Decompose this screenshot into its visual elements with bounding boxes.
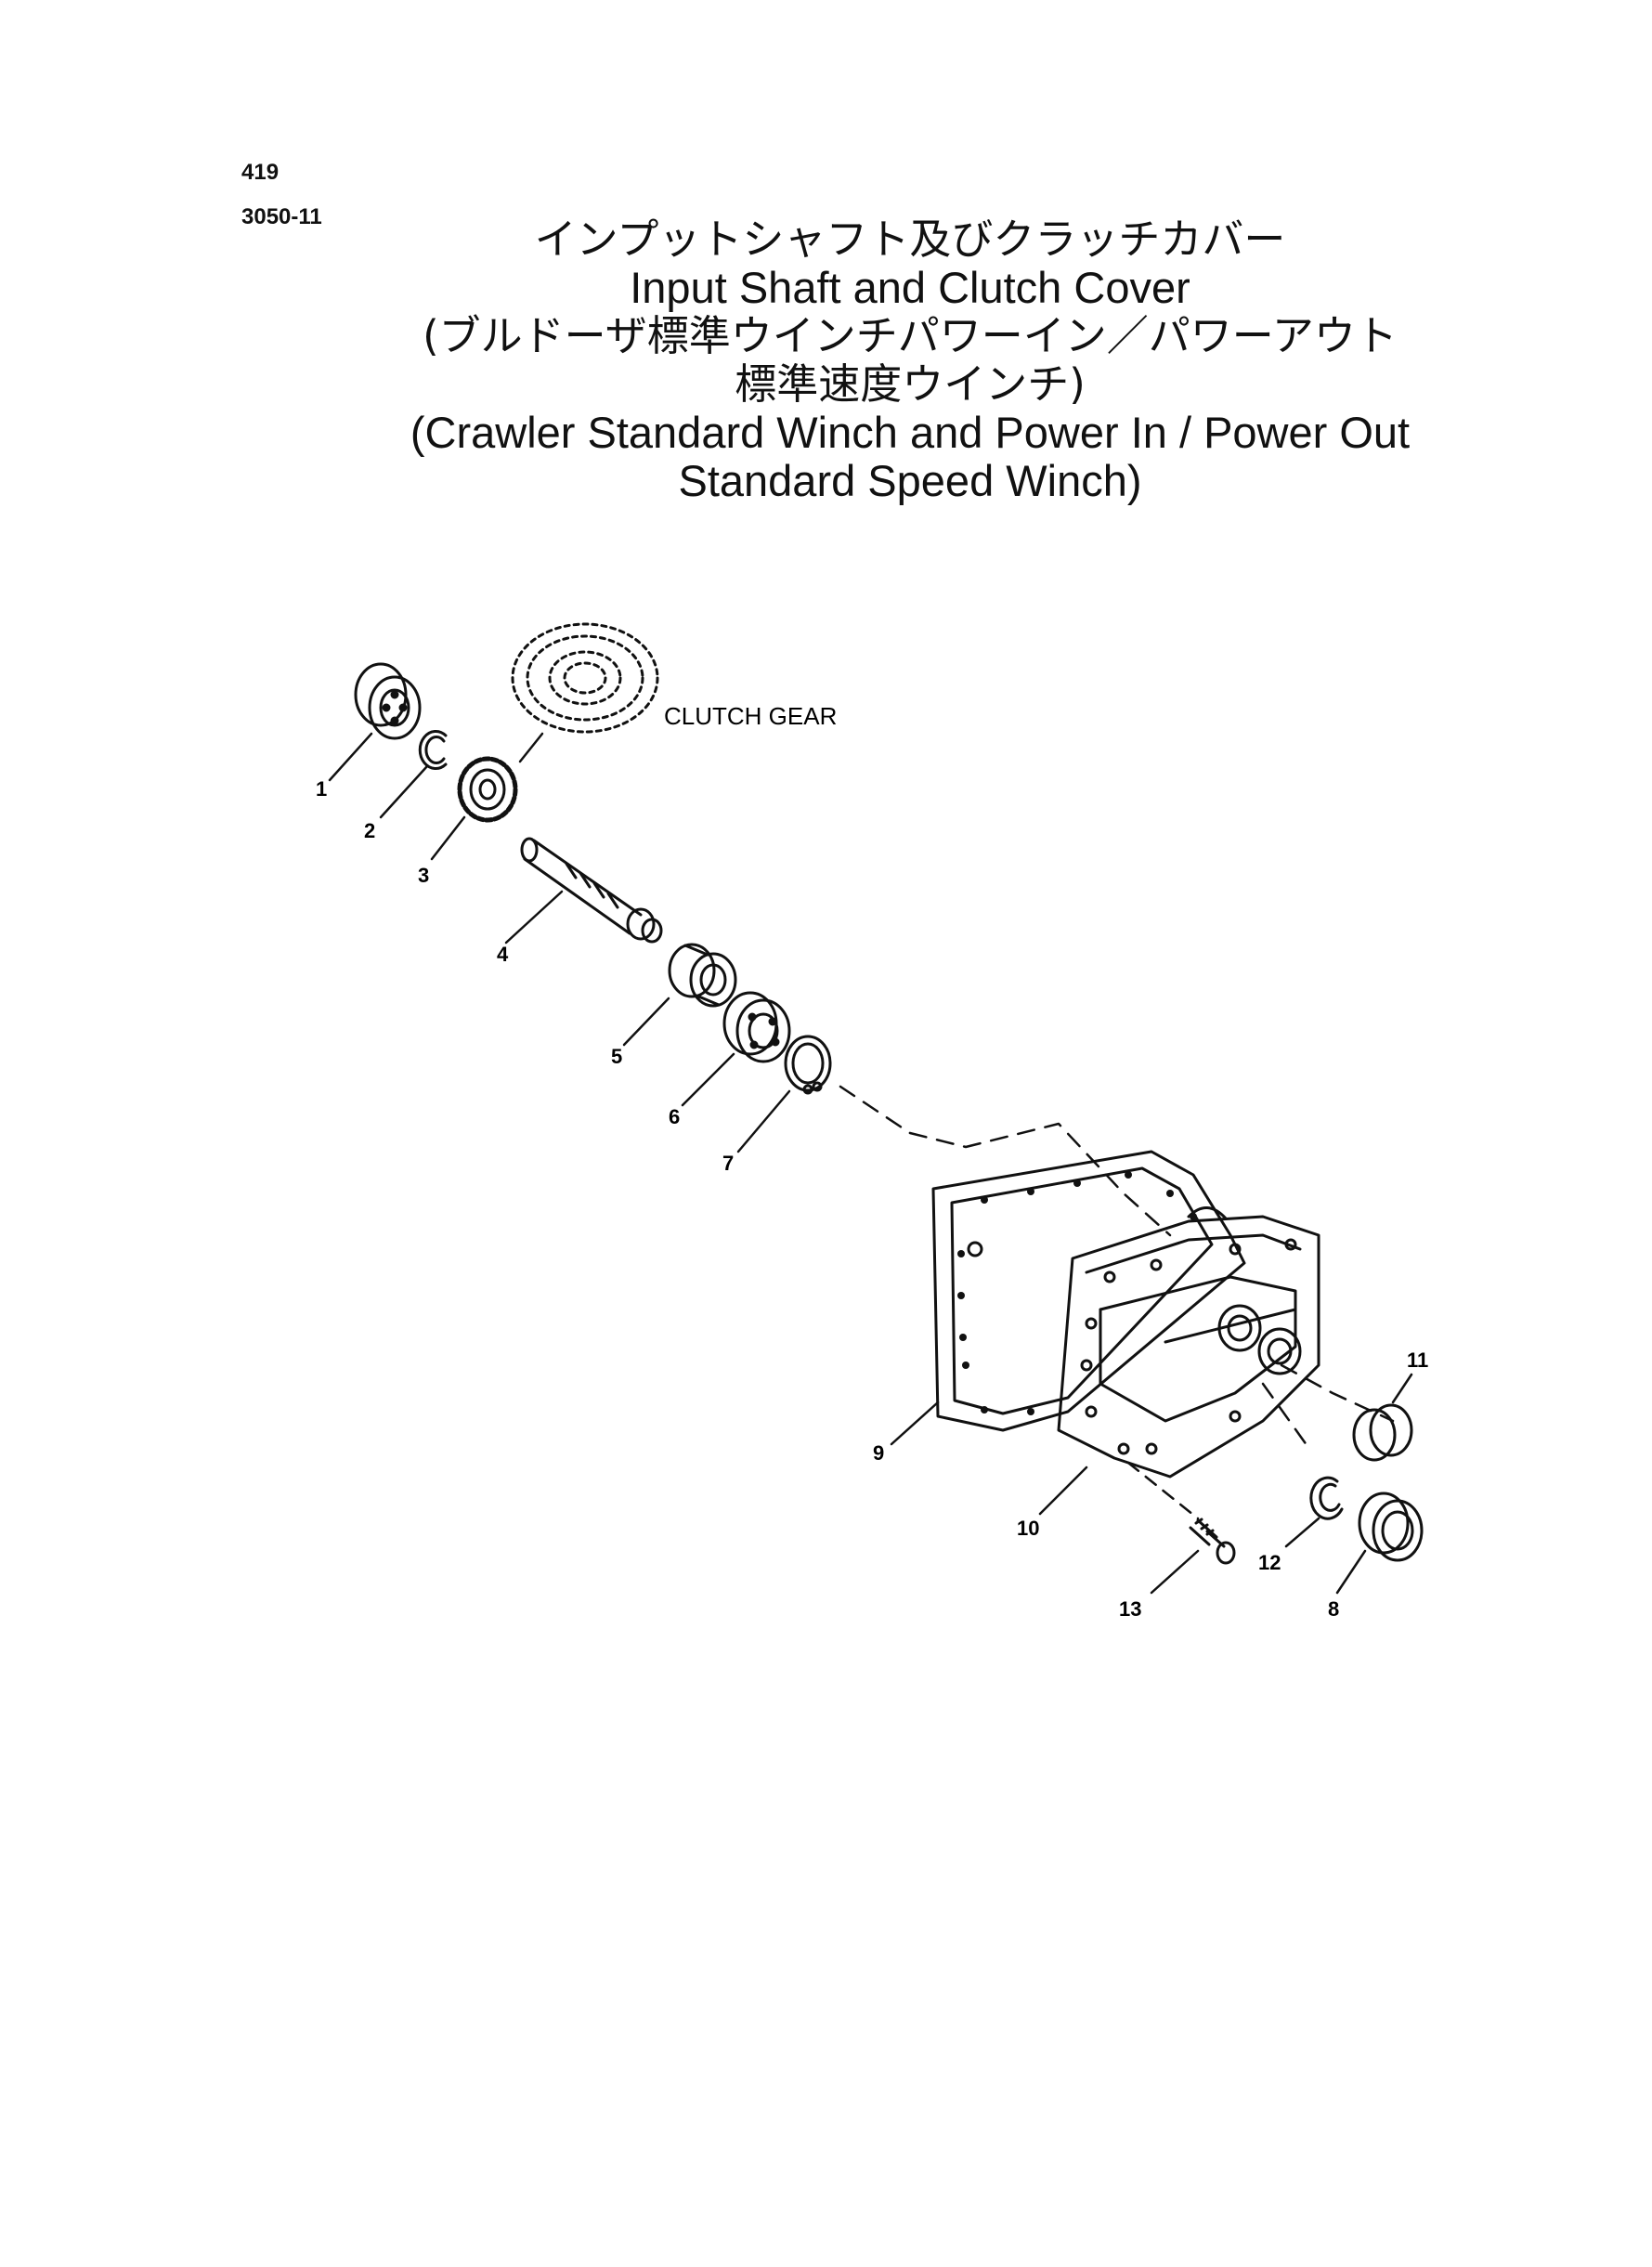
clutch-gear: [511, 622, 659, 734]
part-10-clutch-cover: [1057, 1206, 1320, 1479]
part-9-gasket: [931, 1150, 1246, 1432]
part-6-bearing: [722, 991, 791, 1063]
callout-12: 12: [1258, 1551, 1281, 1574]
callout-4: 4: [497, 943, 509, 966]
part-5-collar: [668, 943, 737, 1008]
part-7-snap-ring: [784, 1035, 832, 1095]
title-line-jp-1: インプットシャフト及びクラッチカバー: [534, 215, 1286, 264]
part-11-plug: [1352, 1403, 1413, 1462]
callout-5: 5: [611, 1045, 622, 1068]
callout-7: 7: [722, 1152, 734, 1175]
callout-13: 13: [1119, 1597, 1141, 1621]
callout-2: 2: [364, 819, 375, 842]
figure-number: 3050-11: [241, 204, 322, 229]
title-line-en-3: Standard Speed Winch): [678, 456, 1142, 505]
part-13-bolt: [1189, 1518, 1236, 1565]
callout-6: 6: [669, 1105, 680, 1128]
page-number: 419: [241, 160, 280, 185]
callout-9: 9: [873, 1441, 884, 1465]
callout-8: 8: [1328, 1597, 1339, 1621]
clutch-gear-label: CLUTCH GEAR: [664, 702, 837, 730]
callout-11: 11: [1407, 1348, 1428, 1372]
cover-bores: [1217, 1304, 1302, 1375]
title-line-en-1: Input Shaft and Clutch Cover: [630, 263, 1190, 312]
title-line-jp-3: 標準速度ウインチ): [735, 359, 1086, 409]
title-line-jp-2: (ブルドーザ標準ウインチパワーイン／パワーアウト: [423, 311, 1398, 360]
callout-10: 10: [1017, 1517, 1039, 1540]
part-1-bearing: [354, 662, 422, 740]
title-line-en-2: (Crawler Standard Winch and Power In / P…: [410, 408, 1411, 457]
part-2-snap-ring: [418, 730, 448, 770]
part-12-snap-ring: [1309, 1476, 1344, 1520]
page-title: インプットシャフト及びクラッチカバー Input Shaft and Clutc…: [316, 215, 1504, 505]
part-3-gear: [457, 756, 518, 823]
part-8-oil-seal: [1358, 1492, 1424, 1562]
callout-3: 3: [418, 864, 429, 887]
part-4-input-shaft: [520, 837, 663, 944]
callout-1: 1: [316, 777, 327, 801]
